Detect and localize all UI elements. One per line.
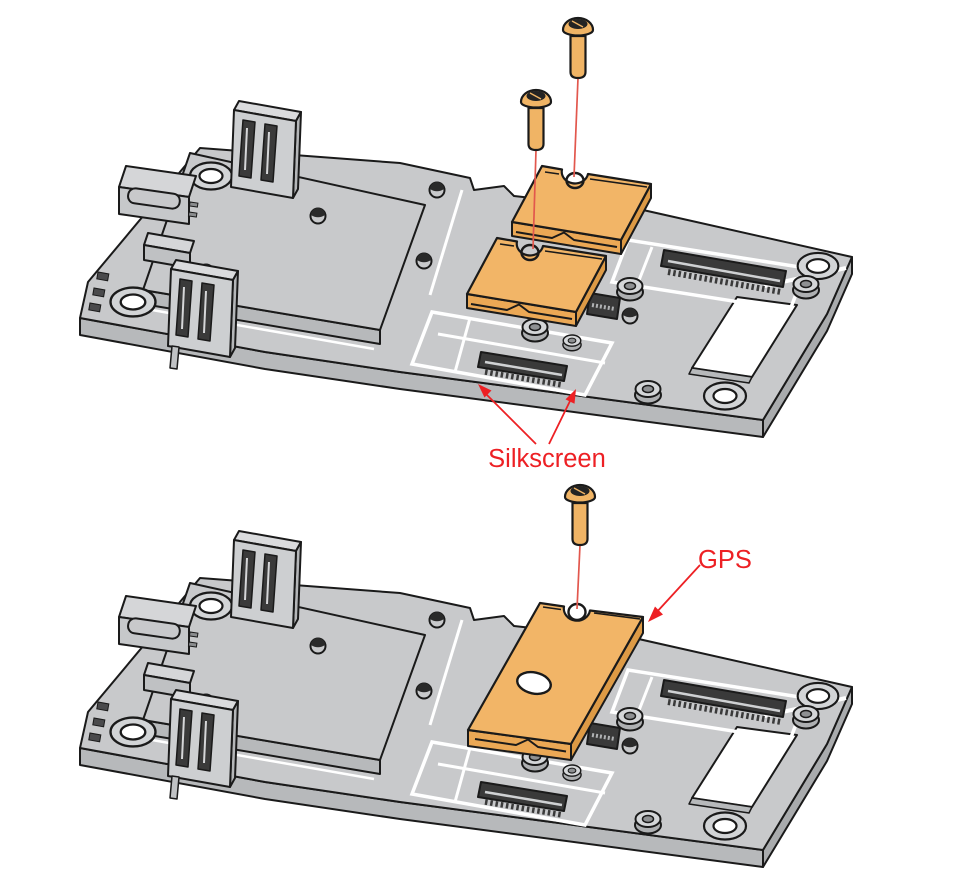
arrowhead-right bbox=[565, 389, 576, 404]
gps-module-hole bbox=[516, 670, 552, 696]
silkscreen-label: Silkscreen bbox=[488, 445, 606, 473]
gps-module bbox=[466, 601, 645, 761]
figure-installed-view: GPS bbox=[80, 483, 971, 867]
screw-alignment-lines bbox=[532, 77, 579, 250]
gps-callout: GPS bbox=[648, 546, 752, 622]
silkscreen-callout: Silkscreen bbox=[478, 384, 606, 473]
screw-upper bbox=[561, 16, 595, 80]
screw-alignment-line bbox=[576, 544, 581, 610]
screw-lower bbox=[519, 88, 553, 152]
figure-exploded-view: Silkscreen bbox=[80, 16, 971, 473]
arrowhead-left bbox=[478, 384, 492, 398]
gps-label: GPS bbox=[698, 546, 752, 574]
screw-gps bbox=[563, 483, 597, 547]
arrowhead-gps bbox=[648, 606, 663, 622]
